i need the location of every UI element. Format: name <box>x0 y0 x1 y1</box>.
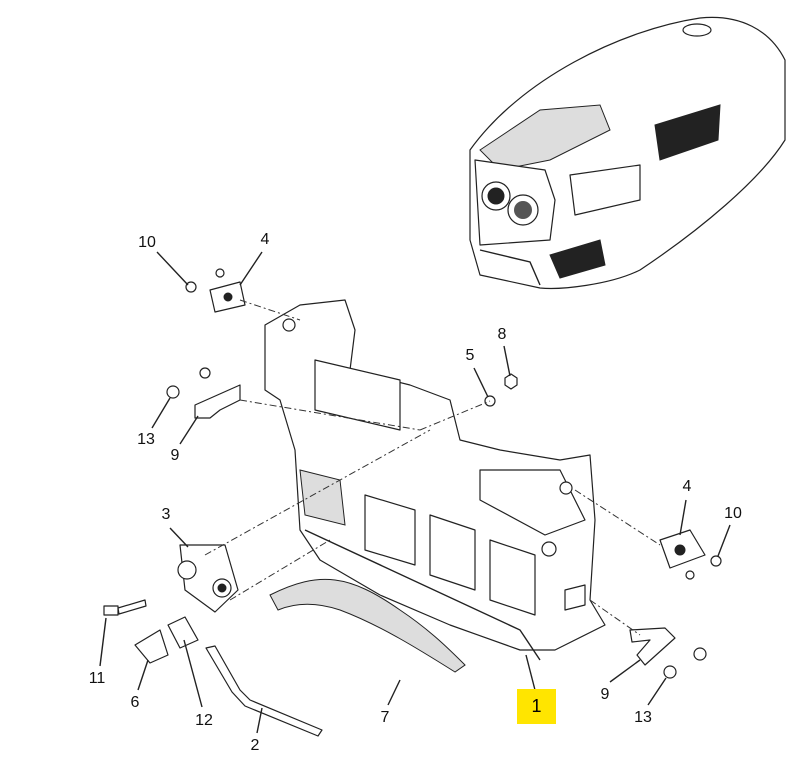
callout-10: 10 <box>724 505 742 522</box>
callout-6: 6 <box>130 694 140 711</box>
callout-2: 2 <box>250 737 260 754</box>
highlighted-callout-1[interactable]: 1 <box>517 689 556 724</box>
callout-11: 11 <box>88 670 106 687</box>
callout-4: 4 <box>260 231 270 248</box>
leader-lines <box>99 251 731 734</box>
callout-13: 13 <box>137 431 155 448</box>
callout-8: 8 <box>497 326 507 343</box>
callout-7: 7 <box>380 709 390 726</box>
tractor-hood <box>469 16 786 289</box>
assembly-centerlines <box>204 299 661 636</box>
callout-3: 3 <box>161 506 171 523</box>
callout-9: 9 <box>170 447 180 464</box>
hardware-parts <box>103 268 722 737</box>
callout-10: 10 <box>138 234 156 251</box>
callout-9: 9 <box>600 686 610 703</box>
callout-label: 1 <box>531 696 542 716</box>
rubber-strip <box>269 578 466 673</box>
callout-12: 12 <box>195 712 213 729</box>
callout-5: 5 <box>465 347 475 364</box>
callout-4: 4 <box>682 478 692 495</box>
callout-13: 13 <box>634 709 652 726</box>
front-support-bracket <box>264 299 606 661</box>
